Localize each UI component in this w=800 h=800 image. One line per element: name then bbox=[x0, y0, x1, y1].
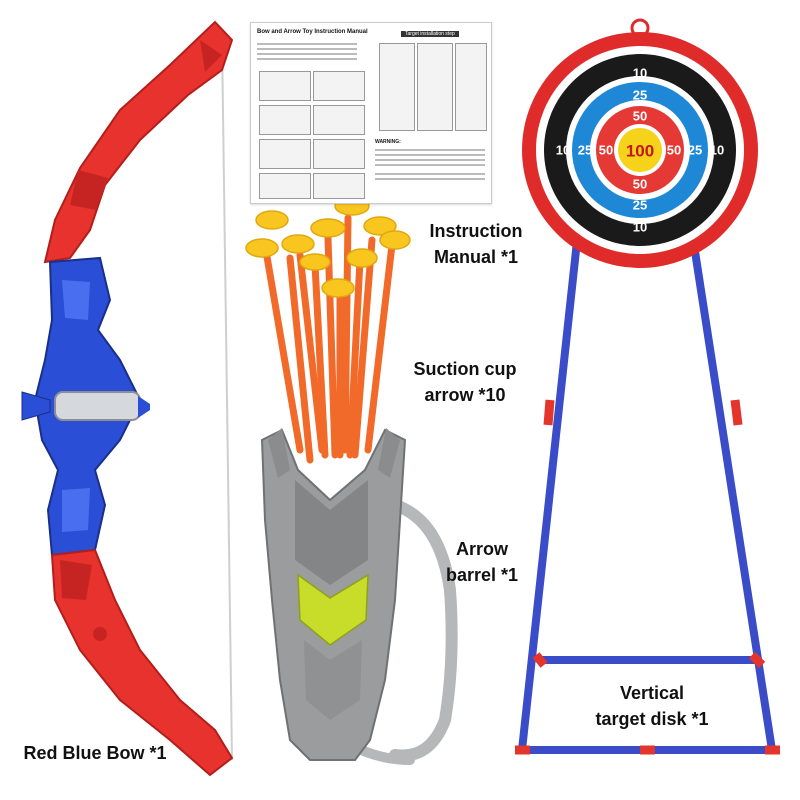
manual-diagram-2 bbox=[313, 71, 365, 101]
manual-install-step-3 bbox=[455, 43, 487, 131]
manual-diagram-6 bbox=[313, 139, 365, 169]
manual-install-step-2 bbox=[417, 43, 453, 131]
label-target-line1: Vertical bbox=[619, 683, 685, 703]
manual-diagram-8 bbox=[313, 173, 365, 199]
red-blue-bow bbox=[21, 20, 234, 777]
score-center: 100 bbox=[626, 142, 654, 161]
manual-diagram-5 bbox=[259, 139, 311, 169]
score-blue-left: 25 bbox=[578, 143, 592, 158]
suction-cup-arrows bbox=[245, 196, 411, 464]
score-outer-bottom: 10 bbox=[633, 220, 647, 235]
quiver-green-panel bbox=[297, 573, 369, 646]
target-disk: 10 10 10 10 25 25 25 25 50 50 50 50 100 bbox=[522, 18, 758, 268]
manual-step-header: Target installation step bbox=[401, 31, 459, 37]
label-arrow-line2: arrow *10 bbox=[424, 385, 506, 405]
score-blue-right: 25 bbox=[688, 143, 702, 158]
score-red-top: 50 bbox=[633, 109, 647, 124]
score-blue-bottom: 25 bbox=[633, 198, 647, 213]
arrow-barrel bbox=[260, 428, 458, 765]
manual-title: Bow and Arrow Toy Instruction Manual bbox=[257, 29, 368, 35]
score-outer-top: 10 bbox=[633, 66, 647, 81]
label-manual-line2: Manual *1 bbox=[433, 247, 519, 267]
manual-diagram-3 bbox=[259, 105, 311, 135]
label-instruction-manual: Instruction Manual *1 bbox=[418, 218, 534, 270]
target-bullseye bbox=[618, 128, 662, 172]
instruction-manual: Bow and Arrow Toy Instruction Manual Tar… bbox=[250, 22, 492, 204]
bow-grip bbox=[54, 391, 141, 421]
bow-string bbox=[221, 39, 233, 761]
label-arrow-barrel: Arrow barrel *1 bbox=[432, 536, 532, 588]
score-outer-left: 10 bbox=[556, 143, 570, 158]
label-barrel-line1: Arrow bbox=[455, 539, 508, 559]
manual-install-step-1 bbox=[379, 43, 415, 131]
score-red-right: 50 bbox=[667, 143, 681, 158]
vertical-target-stand bbox=[515, 228, 780, 755]
label-target-line2: target disk *1 bbox=[595, 709, 709, 729]
label-suction-cup-arrow: Suction cup arrow *10 bbox=[405, 356, 525, 408]
label-manual-line1: Instruction bbox=[429, 221, 523, 241]
manual-diagram-7 bbox=[259, 173, 311, 199]
label-barrel-line2: barrel *1 bbox=[445, 565, 519, 585]
manual-diagram-1 bbox=[259, 71, 311, 101]
manual-warning: WARNING: bbox=[375, 139, 401, 145]
bow-lower-limb bbox=[50, 548, 234, 777]
score-red-bottom: 50 bbox=[633, 177, 647, 192]
label-red-blue-bow: Red Blue Bow *1 bbox=[23, 743, 167, 763]
label-arrow-line1: Suction cup bbox=[413, 359, 517, 379]
score-outer-right: 10 bbox=[710, 143, 724, 158]
score-red-left: 50 bbox=[599, 143, 613, 158]
score-blue-top: 25 bbox=[633, 88, 647, 103]
manual-diagram-4 bbox=[313, 105, 365, 135]
label-vertical-target-disk: Vertical target disk *1 bbox=[582, 680, 722, 732]
